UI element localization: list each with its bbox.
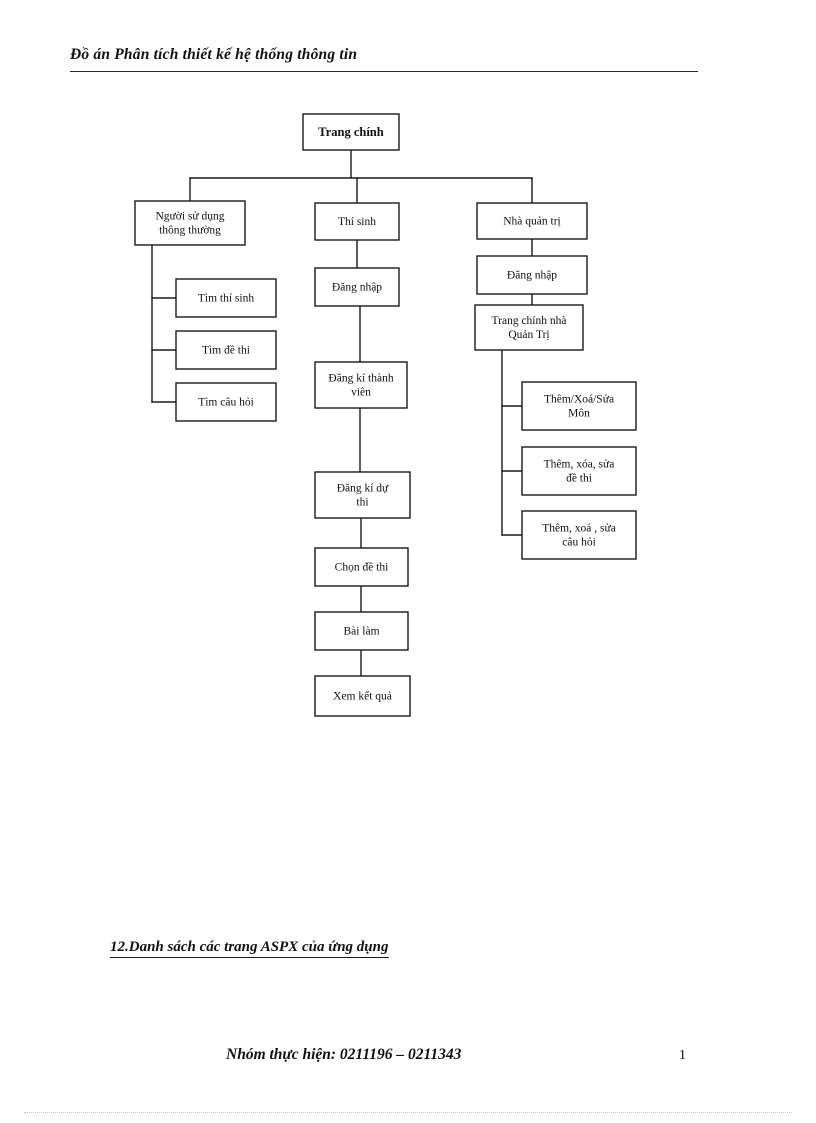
section-heading: 12.Danh sách các trang ASPX của ứng dụng (110, 938, 389, 962)
node-box-register (314, 361, 408, 409)
document-footer: Nhóm thực hiện: 0211196 – 0211343 1 (0, 1046, 816, 1076)
node-box-root (302, 113, 400, 151)
node-label-login-a: Đăng nhập (507, 270, 557, 282)
node-box-user (134, 200, 246, 246)
node-box-do-exam (314, 611, 409, 651)
node-label-choose-exam: Chọn đề thi (335, 561, 389, 574)
node-label-crud-question-line2: câu hỏi (562, 537, 596, 549)
diagram-node-crud-question: Thêm, xoá , sửa câu hỏi (521, 510, 637, 560)
node-box-candidate (314, 202, 400, 241)
diagram-node-find-exam: Tìm đề thi (175, 330, 277, 370)
node-label-crud-exam: Thêm, xóa, sửa (544, 459, 615, 471)
node-label-crud-subject: Thêm/Xoá/Sửa (544, 394, 614, 406)
node-box-crud-exam (521, 446, 637, 496)
node-label-view-result: Xem kết quả (333, 690, 392, 703)
node-box-admin (476, 202, 588, 240)
diagram-node-login-a: Đăng nhập (476, 255, 588, 295)
node-label-register-line2: viên (351, 387, 371, 399)
node-box-login-c (314, 267, 400, 307)
node-label-admin-home: Trang chính nhà (492, 315, 567, 327)
diagram-node-root: Trang chính (302, 113, 400, 151)
diagram-node-find-question: Tìm câu hỏi (175, 382, 277, 422)
diagram-node-find-student: Tìm thí sinh (175, 278, 277, 318)
node-label-admin-home-line2: Quản Trị (508, 329, 549, 341)
node-label-root: Trang chính (318, 125, 383, 139)
node-label-user-line2: thông thường (159, 225, 221, 237)
footer-group-text: Nhóm thực hiện: 0211196 – 0211343 (226, 1046, 462, 1063)
diagram-node-admin: Nhà quản trị (476, 202, 588, 240)
node-label-login-c: Đăng nhập (332, 282, 382, 294)
diagram-node-choose-exam: Chọn đề thi (314, 547, 409, 587)
node-label-register-exam: Đăng kí dự (337, 483, 389, 495)
node-box-crud-question (521, 510, 637, 560)
node-label-crud-question: Thêm, xoá , sửa (542, 523, 616, 535)
diagram-node-register: Đăng kí thành viên (314, 361, 408, 409)
diagram-node-do-exam: Bài làm (314, 611, 409, 651)
node-box-find-question (175, 382, 277, 422)
diagram-node-login-c: Đăng nhập (314, 267, 400, 307)
node-label-crud-exam-line2: đề thi (566, 472, 592, 485)
node-box-crud-subject (521, 381, 637, 431)
scan-edge-line (24, 1112, 792, 1113)
node-box-choose-exam (314, 547, 409, 587)
node-label-user: Người sử dụng (155, 211, 224, 223)
section-heading-text: 12.Danh sách các trang ASPX của ứng dụng (110, 939, 389, 958)
header-divider-rule (70, 71, 698, 72)
diagram-node-register-exam: Đăng kí dự thi (314, 471, 411, 519)
node-box-view-result (314, 675, 411, 717)
diagram-connector-layer (151, 149, 533, 677)
node-box-find-exam (175, 330, 277, 370)
node-label-register-exam-line2: thi (356, 497, 368, 509)
diagram-node-candidate: Thí sinh (314, 202, 400, 241)
node-box-admin-home (474, 304, 584, 351)
node-label-candidate: Thí sinh (338, 216, 376, 228)
node-label-find-exam: Tìm đề thi (202, 344, 250, 357)
node-label-find-student: Tìm thí sinh (198, 293, 254, 305)
node-label-do-exam: Bài làm (343, 626, 379, 638)
diagram-node-view-result: Xem kết quả (314, 675, 411, 717)
document-header: Đồ án Phân tích thiết kế hệ thống thông … (70, 46, 698, 76)
node-label-crud-subject-line2: Môn (568, 408, 590, 420)
node-box-find-student (175, 278, 277, 318)
diagram-node-user: Người sử dụng thông thường (134, 200, 246, 246)
node-label-find-question: Tìm câu hỏi (198, 397, 254, 409)
node-box-login-a (476, 255, 588, 295)
node-box-register-exam (314, 471, 411, 519)
document-header-title: Đồ án Phân tích thiết kế hệ thống thông … (70, 46, 358, 63)
node-label-admin: Nhà quản trị (503, 216, 560, 228)
node-label-register: Đăng kí thành (328, 373, 393, 385)
footer-page-number: 1 (679, 1048, 686, 1063)
